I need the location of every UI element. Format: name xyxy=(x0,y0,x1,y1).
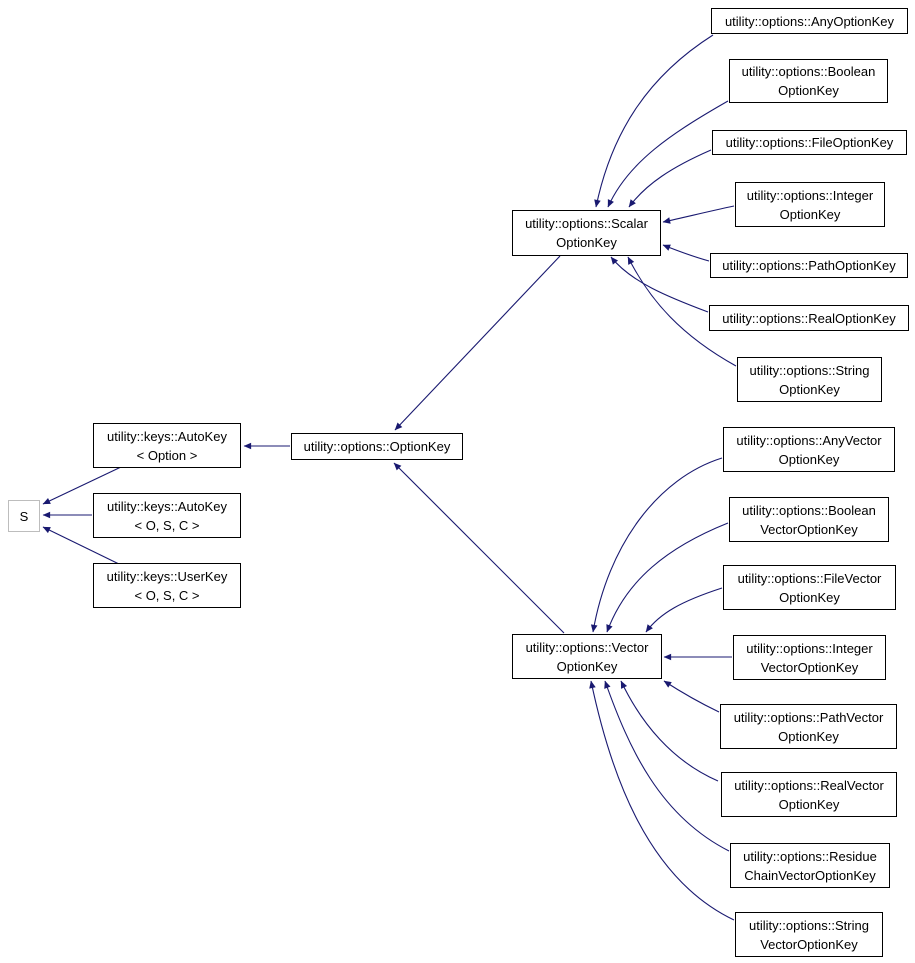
edge-booleanvector-optionkey-to-vector-optionkey xyxy=(606,522,729,633)
node-template-s[interactable]: S xyxy=(8,500,40,532)
edge-realvector-optionkey-to-vector-optionkey xyxy=(620,680,719,782)
edge-pathvector-optionkey-to-vector-optionkey xyxy=(663,680,720,713)
edge-real-optionkey-to-scalar-optionkey xyxy=(610,256,709,313)
node-real-optionkey[interactable]: utility::options::RealOptionKey xyxy=(709,305,909,331)
edge-residuechainvector-optionkey-to-vector-optionkey xyxy=(604,680,730,852)
edge-stringvector-optionkey-to-vector-optionkey xyxy=(589,680,735,921)
edge-string-optionkey-to-scalar-optionkey xyxy=(627,256,737,367)
edge-integer-optionkey-to-scalar-optionkey xyxy=(662,205,735,224)
edge-anyvector-optionkey-to-vector-optionkey xyxy=(590,457,723,633)
edge-filevector-optionkey-to-vector-optionkey xyxy=(645,587,723,633)
edge-boolean-optionkey-to-scalar-optionkey xyxy=(607,100,729,208)
node-userkey-osc[interactable]: utility::keys::UserKey< O, S, C > xyxy=(93,563,241,608)
node-file-optionkey[interactable]: utility::options::FileOptionKey xyxy=(712,130,907,155)
node-path-optionkey[interactable]: utility::options::PathOptionKey xyxy=(710,253,908,278)
node-optionkey[interactable]: utility::options::OptionKey xyxy=(291,433,463,460)
node-autokey-option[interactable]: utility::keys::AutoKey< Option > xyxy=(93,423,241,468)
edge-file-optionkey-to-scalar-optionkey xyxy=(628,149,712,208)
edge-scalar-optionkey-to-optionkey xyxy=(394,255,561,431)
node-autokey-osc[interactable]: utility::keys::AutoKey< O, S, C > xyxy=(93,493,241,538)
edge-vector-optionkey-to-optionkey xyxy=(393,462,565,634)
edge-any-optionkey-to-scalar-optionkey xyxy=(594,34,714,208)
node-any-optionkey[interactable]: utility::options::AnyOptionKey xyxy=(711,8,908,34)
edge-autokey-option-to-s xyxy=(42,466,122,505)
edge-path-optionkey-to-scalar-optionkey xyxy=(662,244,710,262)
edge-userkey-osc-to-s xyxy=(42,526,122,566)
